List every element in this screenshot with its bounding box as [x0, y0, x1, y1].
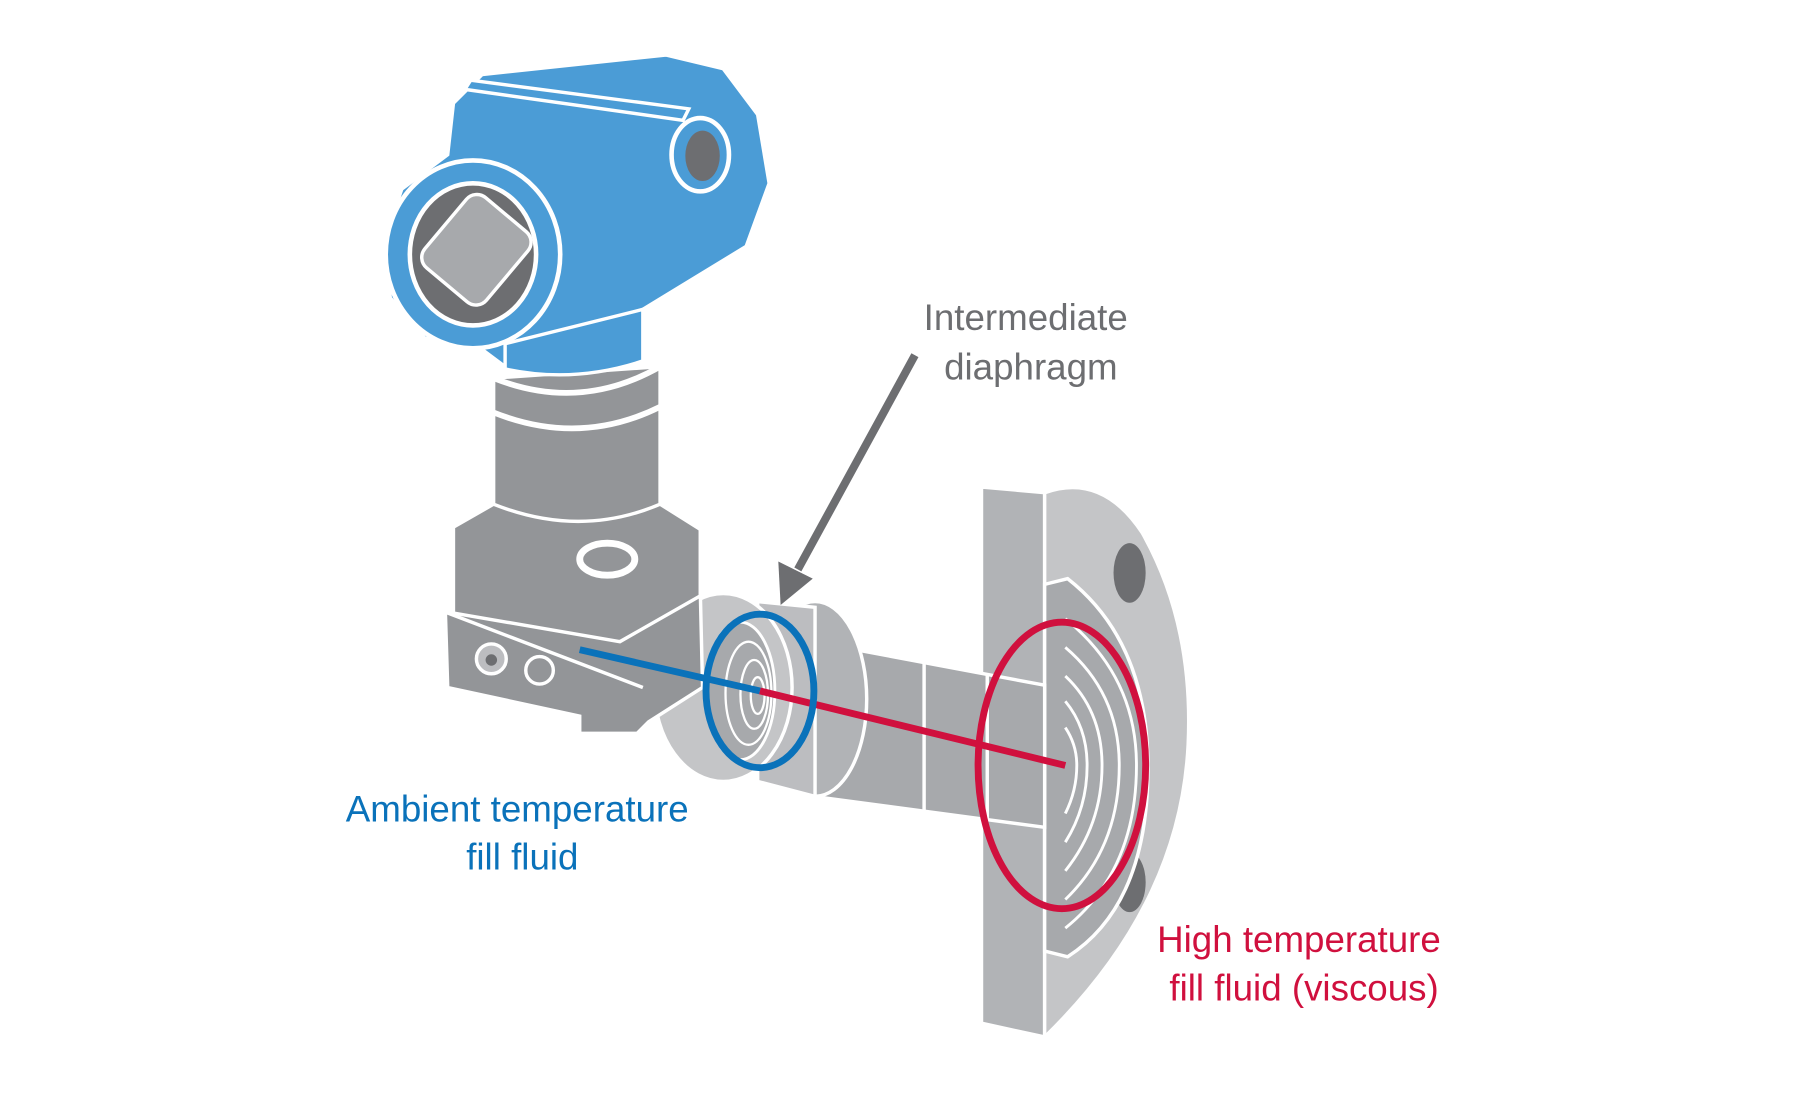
sensor-module: [443, 364, 705, 736]
transmitter-housing: [382, 53, 771, 377]
ambient-fill-ellipse: [702, 610, 818, 772]
high-temp-fill-ellipse: [974, 618, 1150, 913]
bolt-hole: [1113, 543, 1146, 603]
high-temp-fill-label: High temperature fill fluid (viscous): [1157, 919, 1451, 1008]
intermediate-diaphragm-arrow: [778, 353, 919, 605]
intermediate-diaphragm-label: Intermediate diaphragm: [924, 297, 1138, 387]
ambient-fill-line: [578, 646, 761, 695]
display-window: [420, 192, 533, 307]
ambient-fill-label: Ambient temperature fill fluid: [346, 789, 699, 878]
